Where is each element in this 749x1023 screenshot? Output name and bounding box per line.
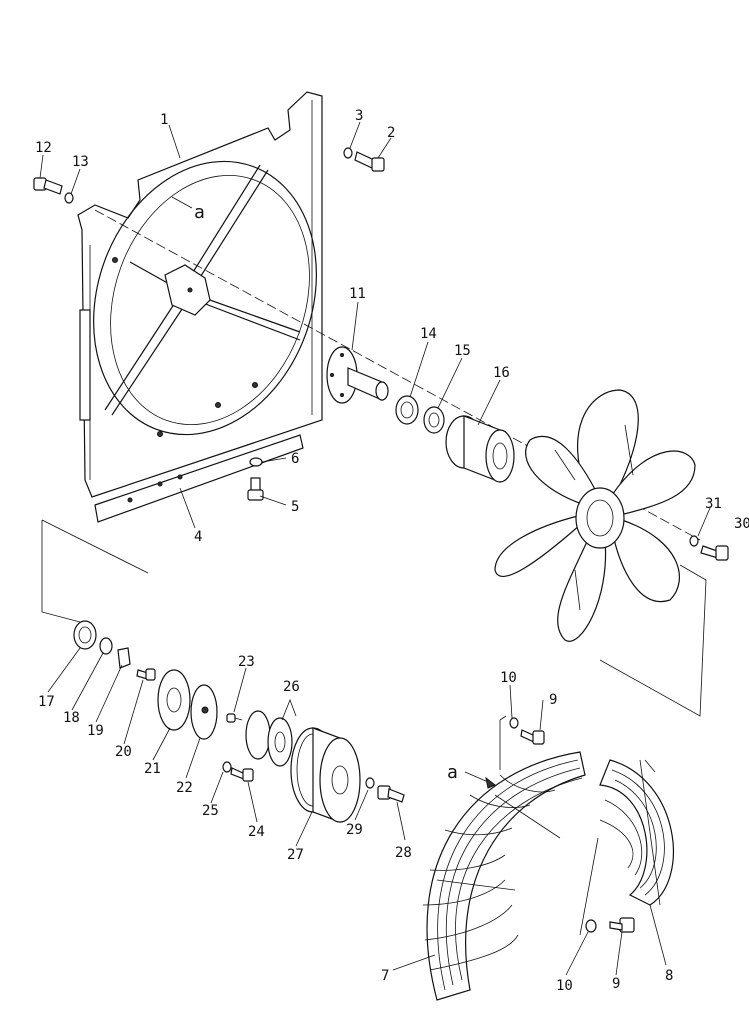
- fan-guard-8: [599, 759, 674, 906]
- callout-6: 6: [291, 451, 299, 467]
- callout-18: 18: [63, 710, 80, 726]
- callout-11: 11: [349, 286, 366, 302]
- callout-8: 8: [665, 968, 673, 984]
- callout-2: 2: [387, 125, 395, 141]
- marker-a-guard-arrowhead: [485, 776, 496, 789]
- flange-22: [190, 684, 218, 740]
- bracket-line-right: [599, 564, 707, 717]
- callout-14: 14: [420, 326, 437, 342]
- callout-17: 17: [38, 694, 55, 710]
- callout-19: 19: [87, 723, 104, 739]
- callout-1: 1: [160, 112, 168, 128]
- bolt-24: [230, 767, 254, 782]
- bearing-17: [73, 620, 97, 650]
- marker-a-guard: a: [447, 762, 458, 783]
- callout-24: 24: [248, 824, 265, 840]
- callout-27: 27: [287, 847, 304, 863]
- pin-23: [226, 713, 243, 723]
- callout-22: 22: [176, 780, 193, 796]
- bolt-30: [700, 545, 729, 561]
- callout-21: 21: [144, 761, 161, 777]
- callout-13: 13: [72, 154, 89, 170]
- washer-10-top: [509, 717, 519, 729]
- callout-25: 25: [202, 803, 219, 819]
- spindle-11: [326, 346, 389, 404]
- ring-18: [99, 637, 113, 655]
- washer-6: [249, 457, 263, 467]
- marker-a-top-arrow: [171, 196, 193, 209]
- callout-10-top: 10: [500, 670, 517, 686]
- bolt-9-bottom: [609, 917, 635, 933]
- bolt-5: [247, 477, 264, 501]
- washer-13: [64, 192, 74, 204]
- callout-9-top: 9: [549, 692, 557, 708]
- washer-29: [365, 777, 375, 789]
- fastener-leader-top: [499, 715, 507, 770]
- bracket-line-left: [41, 520, 81, 623]
- marker-a-top: a: [194, 202, 205, 223]
- bearing-14: [395, 395, 419, 425]
- washer-10-bottom: [585, 919, 597, 933]
- callout-31: 31: [705, 496, 722, 512]
- pulley-27: [290, 727, 361, 823]
- bolt-9-top: [520, 729, 545, 745]
- callout-3: 3: [355, 108, 363, 124]
- fan-shroud: [77, 91, 323, 523]
- callout-10-bottom: 10: [556, 978, 573, 994]
- bearing-15: [423, 406, 445, 434]
- washer-31: [689, 535, 699, 547]
- coupling-26: [245, 710, 293, 767]
- callout-15: 15: [454, 343, 471, 359]
- callout-4: 4: [194, 529, 202, 545]
- callout-30: 30: [734, 516, 749, 532]
- callout-12: 12: [35, 140, 52, 156]
- bracket-line-top: [41, 519, 149, 574]
- washer-3: [343, 147, 353, 159]
- bolt-28: [377, 785, 405, 803]
- callout-9-bottom: 9: [612, 976, 620, 992]
- bolt-12: [33, 177, 63, 195]
- gasket-21: [157, 669, 191, 731]
- callout-20: 20: [115, 744, 132, 760]
- fastener-leader-bottom: [579, 837, 599, 936]
- washer-25: [222, 761, 232, 773]
- fan-blades: [494, 389, 696, 642]
- plate-19: [117, 647, 131, 669]
- leader-lines: [39, 121, 711, 976]
- bolt-20: [136, 668, 156, 681]
- fan-guard-7: [422, 751, 586, 1001]
- callout-7: 7: [381, 968, 389, 984]
- callout-26: 26: [283, 679, 300, 695]
- callout-29: 29: [346, 822, 363, 838]
- callout-28: 28: [395, 845, 412, 861]
- callout-16: 16: [493, 365, 510, 381]
- callout-5: 5: [291, 499, 299, 515]
- hub-16: [445, 415, 515, 483]
- callout-23: 23: [238, 654, 255, 670]
